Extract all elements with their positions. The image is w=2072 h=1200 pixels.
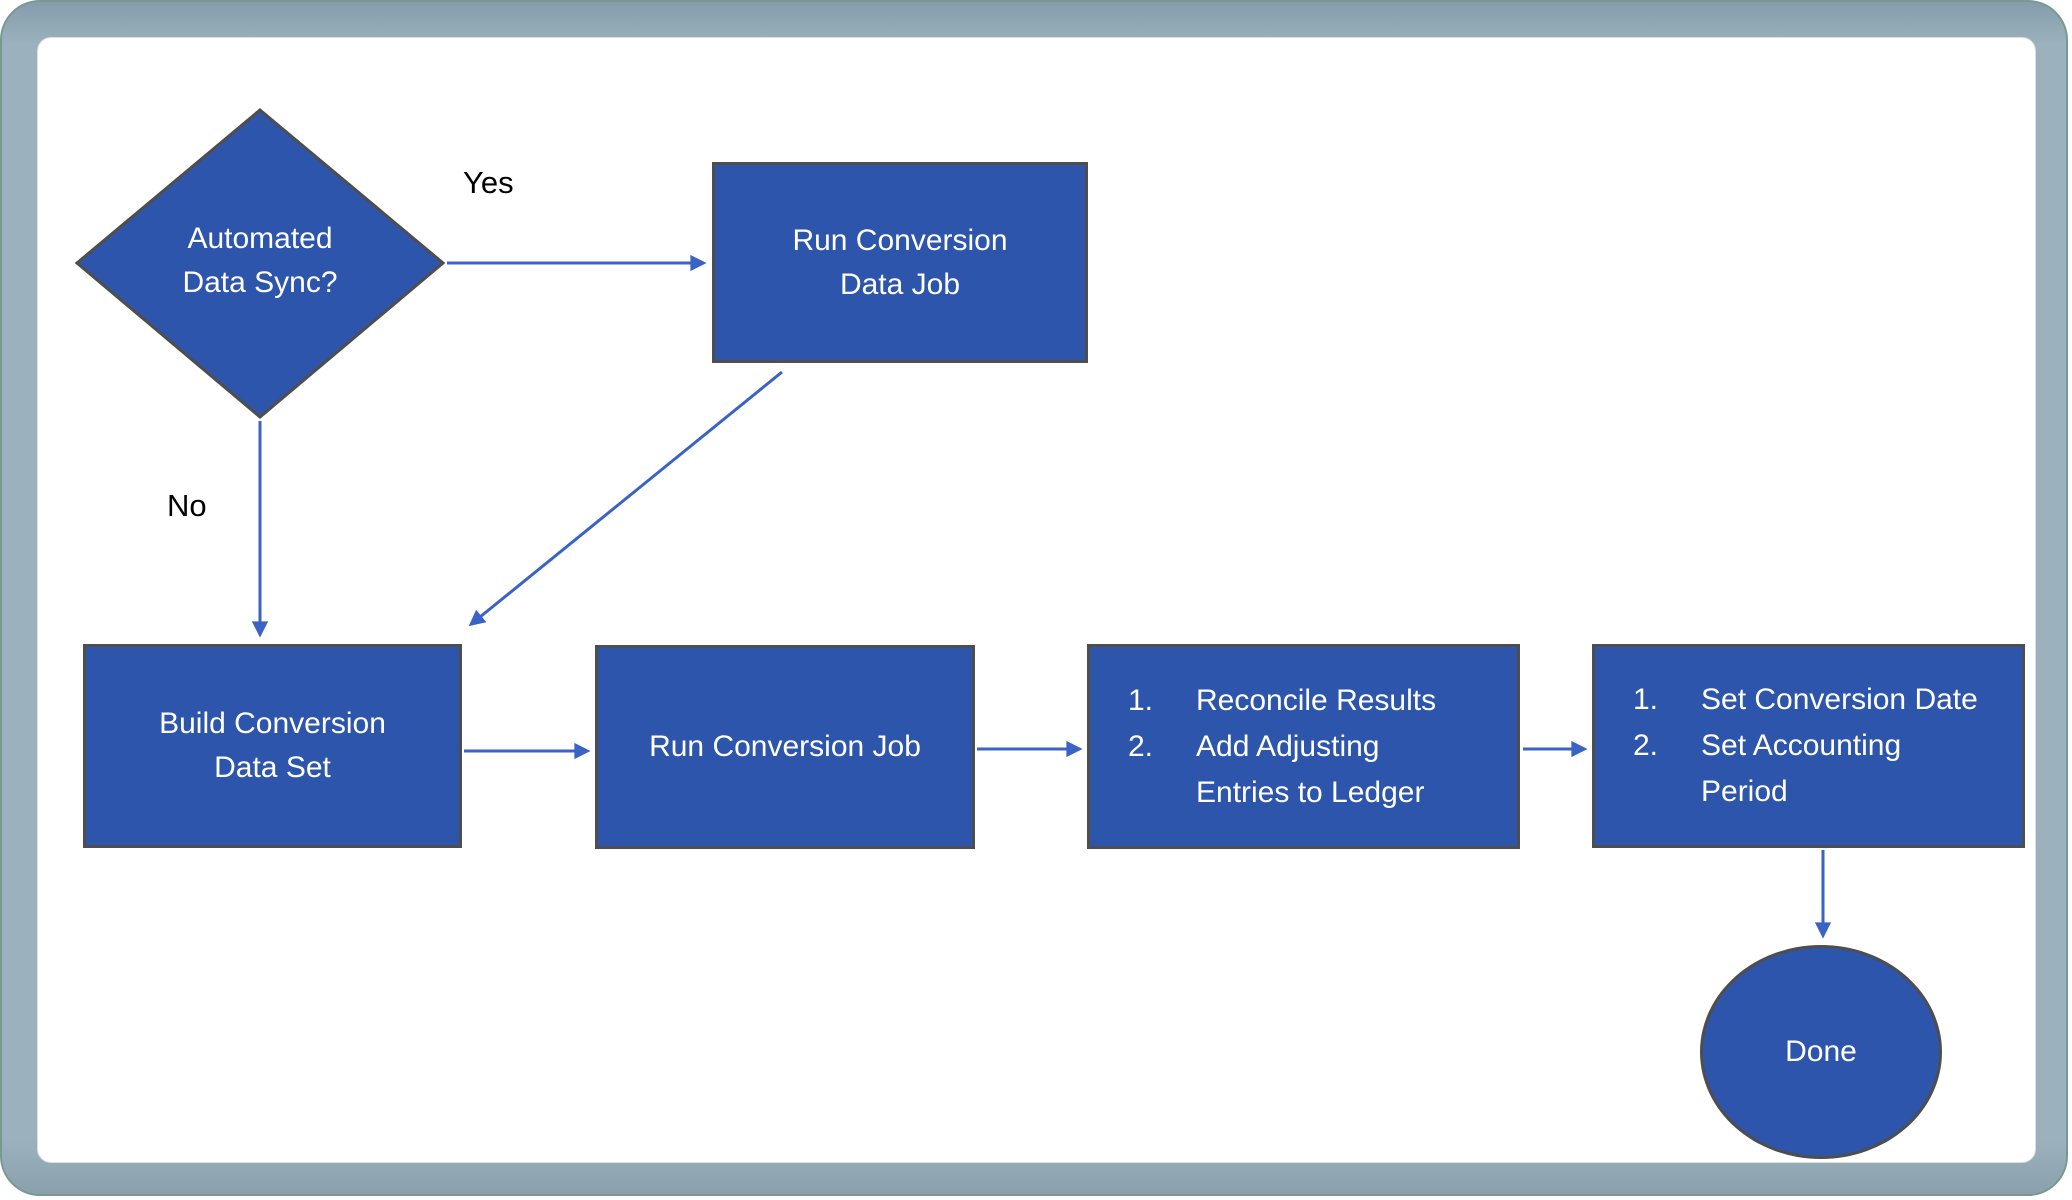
list-item: 2. Add Adjusting Entries to Ledger (1128, 724, 1516, 816)
list-item: 2. Set Accounting Period (1633, 723, 2021, 815)
list-item: 1. Reconcile Results (1128, 678, 1516, 724)
terminator-done: Done (1700, 945, 1942, 1159)
list-item: 1. Set Conversion Date (1633, 677, 2021, 723)
process-build-conversion-data-set-label: Build Conversion Data Set (159, 707, 386, 784)
edge-datajob-to-build-arrow (468, 370, 783, 627)
process-finalize-steps: 1. Set Conversion Date 2. Set Accounting… (1592, 644, 2025, 848)
decision-diamond-shape (74, 108, 446, 419)
edge-label-yes: Yes (463, 165, 514, 200)
process-run-conversion-data-job: Run Conversion Data Job (712, 162, 1088, 363)
process-run-conversion-job: Run Conversion Job (595, 645, 975, 849)
list-item-text: Set Accounting Period (1701, 729, 1902, 808)
terminator-done-label: Done (1785, 1035, 1857, 1068)
list-item-number: 1. (1633, 683, 1659, 716)
edge-label-no: No (167, 488, 207, 523)
list-item-text: Add Adjusting Entries to Ledger (1196, 729, 1425, 809)
list-item-text: Reconcile Results (1196, 683, 1437, 717)
list-item-number: 2. (1633, 729, 1659, 762)
process-run-conversion-data-job-label: Run Conversion Data Job (792, 223, 1008, 301)
process-build-conversion-data-set: Build Conversion Data Set (83, 644, 462, 848)
list-item-number: 2. (1128, 729, 1154, 763)
list-item-number: 1. (1128, 683, 1154, 717)
process-run-conversion-job-label: Run Conversion Job (649, 730, 921, 763)
decision-label: Automated Data Sync? (182, 222, 338, 299)
process-reconcile-steps: 1. Reconcile Results 2. Add Adjusting En… (1087, 644, 1520, 849)
list-item-text: Set Conversion Date (1701, 683, 1978, 716)
